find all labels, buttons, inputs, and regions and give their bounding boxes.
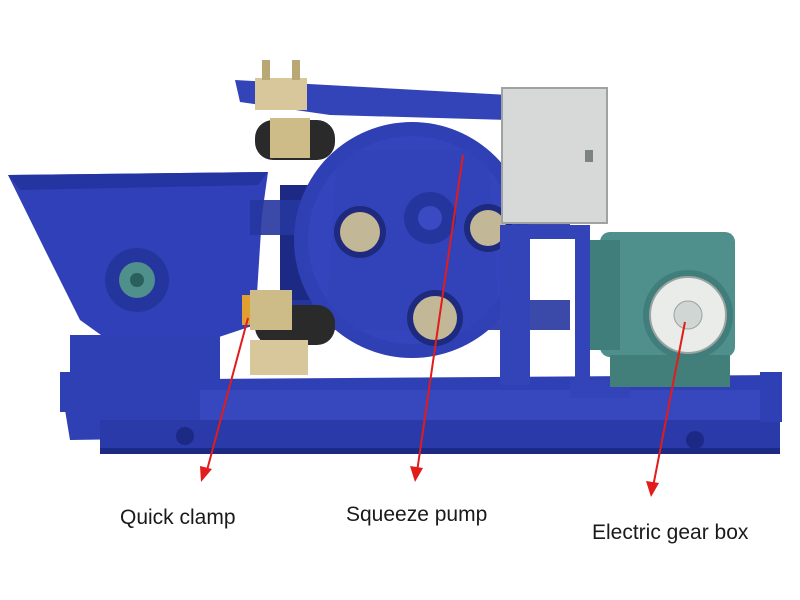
electric-gear-box-label: Electric gear box (592, 521, 749, 544)
control-box (500, 87, 608, 385)
quick-clamp-label: Quick clamp (120, 506, 236, 529)
squeeze-pump-label: Squeeze pump (346, 503, 488, 526)
arrow-quick-clamp (200, 317, 249, 482)
quick-clamp-top (255, 60, 310, 158)
squeeze-pump-housing (294, 122, 530, 358)
hopper (8, 172, 268, 380)
quick-clamp-bottom (242, 290, 308, 375)
arrow-squeeze-pump (410, 154, 464, 482)
arrow-electric-gear-box (646, 321, 686, 497)
electric-gear-box (590, 232, 735, 387)
